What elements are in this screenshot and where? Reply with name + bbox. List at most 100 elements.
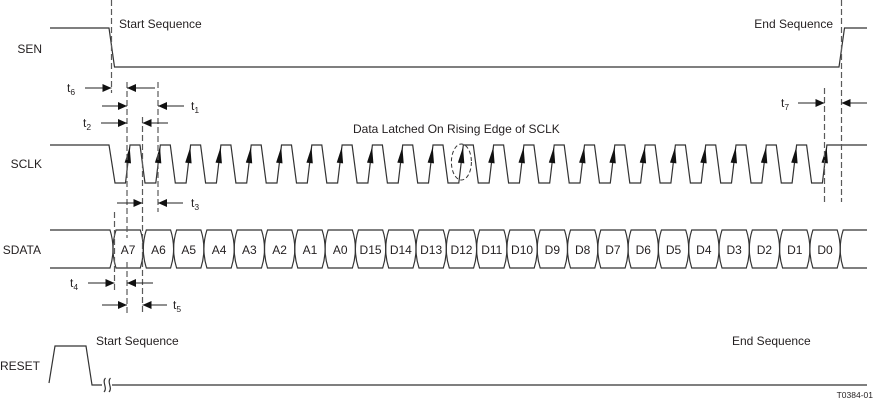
sdata-bit-label: D7 (605, 243, 621, 257)
sdata-bit-cell: D14 (385, 229, 417, 269)
sdata-bit-outline (748, 229, 781, 269)
sdata-bit-outline (506, 229, 538, 269)
signal-label-sen: SEN (17, 42, 42, 56)
sdata-bit-label: A0 (333, 243, 348, 257)
sdata-bit-label: A7 (121, 243, 136, 257)
timing-label-t5: t5 (173, 298, 181, 314)
sdata-bit-outline (476, 229, 508, 269)
sdata-bit-outline (415, 229, 447, 269)
sdata-bit-outline (294, 229, 326, 269)
sdata-bit-label: D12 (450, 243, 472, 257)
sdata-bit-outline (688, 229, 720, 269)
rising-edge-arrow-icon (397, 147, 404, 164)
sdata-bit-label: A2 (272, 243, 287, 257)
sdata-bit-label: D14 (390, 243, 412, 257)
sdata-bit-outline (779, 229, 811, 269)
timing-label-t6: t6 (67, 81, 75, 97)
timing-label-t4: t4 (70, 276, 78, 292)
latched-edge-highlight (450, 143, 472, 181)
signal-label-sdata: SDATA (3, 243, 41, 257)
sdata-bit-cell: A3 (233, 229, 266, 269)
sdata-bit-cell: D15 (354, 229, 387, 269)
sdata-bit-cell: D9 (536, 229, 569, 269)
sdata-bit-outline (657, 229, 690, 269)
rising-edge-arrow-icon (245, 147, 253, 164)
rising-edge-arrow-icon (579, 147, 586, 164)
sdata-bit-label: A5 (181, 243, 196, 257)
rising-edge-arrow-icon (185, 147, 192, 164)
rising-edge-arrow-icon (427, 147, 434, 164)
sdata-bit-label: D11 (481, 243, 502, 257)
rising-edge-arrow-icon (124, 147, 131, 164)
sdata-bit-label: D9 (545, 243, 561, 257)
sdata-bit-outline (142, 229, 175, 269)
figure-id: T0384-01 (837, 390, 874, 400)
sdata-bit-cell: A2 (263, 229, 296, 269)
sdata-bit-outline (385, 229, 417, 269)
rising-edge-arrow-icon (336, 147, 344, 164)
timing-t1: t1 (102, 99, 199, 115)
sdata-bit-label: D1 (787, 243, 803, 257)
sdata-bit-label: D8 (575, 243, 591, 257)
sdata-bit-cell: D4 (688, 229, 720, 269)
sdata-bit-cell: D12 (445, 229, 478, 269)
reset-pulse (48, 345, 102, 386)
sdata-bit-outline (173, 229, 205, 269)
sdata-bit-cell: D2 (748, 229, 781, 269)
break-mark-icon (103, 377, 106, 393)
timing-t7: t7 (781, 96, 867, 112)
reset-end-sequence-label: End Sequence (732, 334, 811, 348)
sdata-bit-cell: D0 (809, 229, 841, 269)
rising-edge-arrow-icon (276, 147, 283, 164)
rising-edge-arrow-icon (518, 147, 525, 164)
sdata-bit-label: D13 (420, 243, 442, 257)
rising-edge-arrow-icon (367, 147, 374, 164)
rising-edge-arrow-icon (548, 147, 556, 164)
rising-edge-arrow-icon (215, 147, 222, 164)
sclk-waveform (50, 143, 867, 184)
sdata-bit-label: A1 (303, 243, 318, 257)
rising-edge-arrow-icon (700, 147, 707, 164)
timing-t3: t3 (117, 196, 199, 212)
sdata-bit-outline (597, 229, 629, 269)
sdata-bit-outline (445, 229, 478, 269)
sdata-bit-cell: D5 (657, 229, 690, 269)
sdata-bit-label: A6 (151, 243, 166, 257)
sdata-bit-label: D2 (757, 243, 773, 257)
sdata-bit-cell: D8 (566, 229, 599, 269)
sen-start-sequence-label: Start Sequence (119, 17, 202, 31)
signal-label-sclk: SCLK (11, 157, 42, 171)
rising-edge-arrow-icon (488, 147, 495, 164)
timing-label-t7: t7 (781, 96, 789, 112)
rising-edge-arrow-icon (639, 147, 647, 164)
reset-start-sequence-label: Start Sequence (96, 334, 179, 348)
timing-label-t2: t2 (83, 116, 91, 132)
sdata-bit-outline (536, 229, 569, 269)
timing-t2: t2 (83, 116, 168, 132)
sdata-bit-cell: A0 (324, 229, 356, 269)
timing-t5: t5 (102, 298, 181, 314)
sdata-bit-label: D4 (696, 243, 712, 257)
sclk-clock-line (50, 144, 867, 184)
sdata-bit-outline (809, 229, 841, 269)
rising-edge-arrow-icon (609, 147, 616, 164)
sdata-bit-label: D0 (817, 243, 833, 257)
timing-t6: t6 (67, 81, 155, 97)
sdata-bit-label: D10 (511, 243, 533, 257)
signal-label-reset: RESET (0, 359, 41, 373)
sdata-bit-outline (566, 229, 599, 269)
sdata-bit-cell: D7 (597, 229, 629, 269)
sdata-bit-outline (233, 229, 266, 269)
sdata-bit-label: D3 (726, 243, 742, 257)
rising-edge-arrow-icon (670, 147, 677, 164)
sdata-bit-cell: D1 (779, 229, 811, 269)
rising-edge-arrow-icon (457, 147, 465, 164)
rising-edge-arrow-icon (760, 147, 768, 164)
sdata-bit-label: D15 (360, 243, 382, 257)
sdata-bit-outline (203, 229, 235, 269)
sdata-bit-outline (324, 229, 356, 269)
sdata-bit-cell: D3 (718, 229, 750, 269)
sdata-bit-outline (718, 229, 750, 269)
